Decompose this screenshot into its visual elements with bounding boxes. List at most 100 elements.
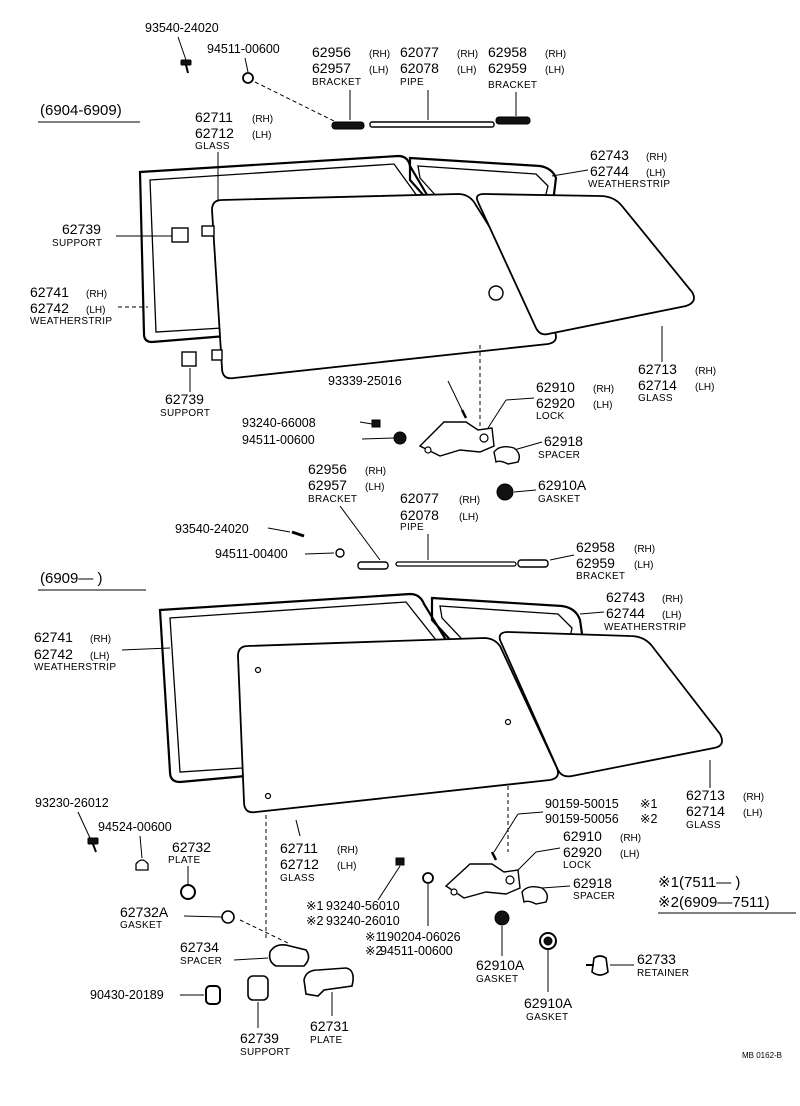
svg-text:(RH): (RH) xyxy=(365,466,386,477)
svg-text:SUPPORT: SUPPORT xyxy=(240,1047,290,1058)
svg-text:62957: 62957 xyxy=(312,60,351,76)
upper-weatherstrip-rear-leader xyxy=(551,169,589,177)
upper-bracket-b-part xyxy=(495,116,531,125)
lower-spacer-part xyxy=(521,885,549,905)
svg-text:PLATE: PLATE xyxy=(310,1035,342,1046)
lower-nut-2-label: ※2 94511-00600 xyxy=(365,944,453,958)
svg-text:62741: 62741 xyxy=(30,284,69,300)
legend-note-2: ※2 (6909—7511) xyxy=(658,894,770,911)
svg-text:62743: 62743 xyxy=(590,147,629,163)
upper-glass-main-label: 62711 (RH) 62712 (LH) GLASS xyxy=(195,109,273,152)
lower-plate-b-label: 62731 PLATE xyxy=(310,1018,349,1046)
svg-text:62731: 62731 xyxy=(310,1018,349,1034)
svg-text:(RH): (RH) xyxy=(86,289,107,300)
svg-text:(LH): (LH) xyxy=(252,130,271,141)
svg-text:※2: ※2 xyxy=(306,914,323,928)
upper-lock-label: 62910 (RH) 62920 (LH) LOCK xyxy=(536,379,614,422)
lower-glass-hole-2 xyxy=(504,718,512,726)
lower-screw-top-part xyxy=(291,530,305,538)
svg-text:(RH): (RH) xyxy=(369,49,390,60)
svg-text:62077: 62077 xyxy=(400,490,439,506)
svg-text:(LH): (LH) xyxy=(593,400,612,411)
lower-clip-label: 90430-20189 xyxy=(90,988,164,1002)
svg-text:SUPPORT: SUPPORT xyxy=(52,238,102,249)
svg-text:62959: 62959 xyxy=(488,60,527,76)
svg-text:(LH): (LH) xyxy=(634,560,653,571)
svg-text:GLASS: GLASS xyxy=(638,393,673,404)
svg-text:※1: ※1 xyxy=(658,874,679,891)
upper-pipe-label: 62077 (RH) 62078 (LH) PIPE xyxy=(400,44,478,88)
lower-lock-screw-leader xyxy=(517,811,544,815)
upper-lock-part xyxy=(418,421,495,457)
lower-glass-rear-part xyxy=(498,631,723,778)
svg-text:RETAINER: RETAINER xyxy=(637,968,689,979)
lower-washer-2-label: ※2 93240-26010 xyxy=(306,914,400,928)
lower-washer-plate-label: 94524-00600 xyxy=(98,820,172,834)
lower-weatherstrip-main-leader xyxy=(121,647,171,651)
svg-text:WEATHERSTRIP: WEATHERSTRIP xyxy=(604,622,686,633)
lower-nut-top-part xyxy=(335,548,345,558)
svg-text:62958: 62958 xyxy=(488,44,527,60)
svg-text:GASKET: GASKET xyxy=(526,1012,568,1023)
svg-text:62958: 62958 xyxy=(576,539,615,555)
svg-text:62743: 62743 xyxy=(606,589,645,605)
lower-period-label: (6909— ) xyxy=(40,570,103,587)
lower-plate-part xyxy=(180,884,196,900)
lower-support-part xyxy=(247,975,269,1001)
svg-text:(LH): (LH) xyxy=(86,305,105,316)
lower-support-label: 62739 SUPPORT xyxy=(240,1030,290,1058)
lower-gasket-2-core xyxy=(543,936,553,946)
svg-text:(LH): (LH) xyxy=(369,65,388,76)
lower-weatherstrip-main-label: 62741 (RH) 62742 (LH) WEATHERSTRIP xyxy=(34,629,116,673)
svg-text:(RH): (RH) xyxy=(634,544,655,555)
upper-nut-top-part xyxy=(242,72,254,84)
svg-text:(LH): (LH) xyxy=(365,482,384,493)
svg-text:GLASS: GLASS xyxy=(195,141,230,152)
upper-nut-top-label: 94511-00600 xyxy=(207,42,280,56)
svg-text:※1: ※1 xyxy=(365,930,382,944)
upper-spacer-part xyxy=(493,445,521,465)
lower-glass-hole-1 xyxy=(254,666,262,674)
svg-text:62741: 62741 xyxy=(34,629,73,645)
upper-glass-rear-part xyxy=(475,193,695,336)
upper-screw-lock-leader xyxy=(447,380,463,411)
svg-text:94511-00600: 94511-00600 xyxy=(380,944,453,958)
upper-lock-leader2 xyxy=(487,399,507,429)
upper-weatherstrip-rear-label: 62743 (RH) 62744 (LH) WEATHERSTRIP xyxy=(588,147,670,190)
lower-plate-b-part xyxy=(303,967,354,997)
svg-text:(RH): (RH) xyxy=(743,792,764,803)
svg-text:(6909—7511): (6909—7511) xyxy=(679,894,770,911)
lower-gasket-2-label: 62910A GASKET xyxy=(524,995,573,1023)
lower-spacer-b-label: 62734 SPACER xyxy=(180,939,222,967)
upper-nut-lock-part xyxy=(393,431,407,445)
svg-text:(LH): (LH) xyxy=(646,168,665,179)
svg-text:PIPE: PIPE xyxy=(400,522,424,533)
svg-text:※2: ※2 xyxy=(365,944,382,958)
svg-text:SUPPORT: SUPPORT xyxy=(160,408,210,419)
lower-screw-top-leader xyxy=(267,527,291,533)
upper-nut-top-dash xyxy=(254,81,337,123)
svg-text:(LH): (LH) xyxy=(337,861,356,872)
lower-bracket-a-part xyxy=(357,561,389,570)
svg-text:GLASS: GLASS xyxy=(686,820,721,831)
svg-text:SPACER: SPACER xyxy=(573,891,615,902)
svg-text:62739: 62739 xyxy=(165,391,204,407)
upper-screw-top-label: 93540-24020 xyxy=(145,21,219,35)
lower-clip-part xyxy=(205,985,221,1005)
svg-text:LOCK: LOCK xyxy=(536,411,564,422)
svg-text:GASKET: GASKET xyxy=(538,494,580,505)
upper-screw-top-part xyxy=(180,59,192,74)
upper-screw-lock-part xyxy=(460,409,468,419)
lower-gasket-plate-label: 62732A GASKET xyxy=(120,904,169,931)
svg-text:62734: 62734 xyxy=(180,939,219,955)
svg-text:62711: 62711 xyxy=(195,109,233,125)
svg-text:(RH): (RH) xyxy=(252,114,273,125)
upper-gasket-part xyxy=(496,483,514,501)
lower-screw-top-label: 93540-24020 xyxy=(175,522,249,536)
svg-text:93240-56010: 93240-56010 xyxy=(326,899,400,913)
lower-retainer-label: 62733 RETAINER xyxy=(637,951,689,979)
reference-code: MB 0162-B xyxy=(742,1051,782,1060)
legend-note-1: ※1 (7511— ) xyxy=(658,874,740,891)
upper-washer-leader xyxy=(359,421,373,425)
